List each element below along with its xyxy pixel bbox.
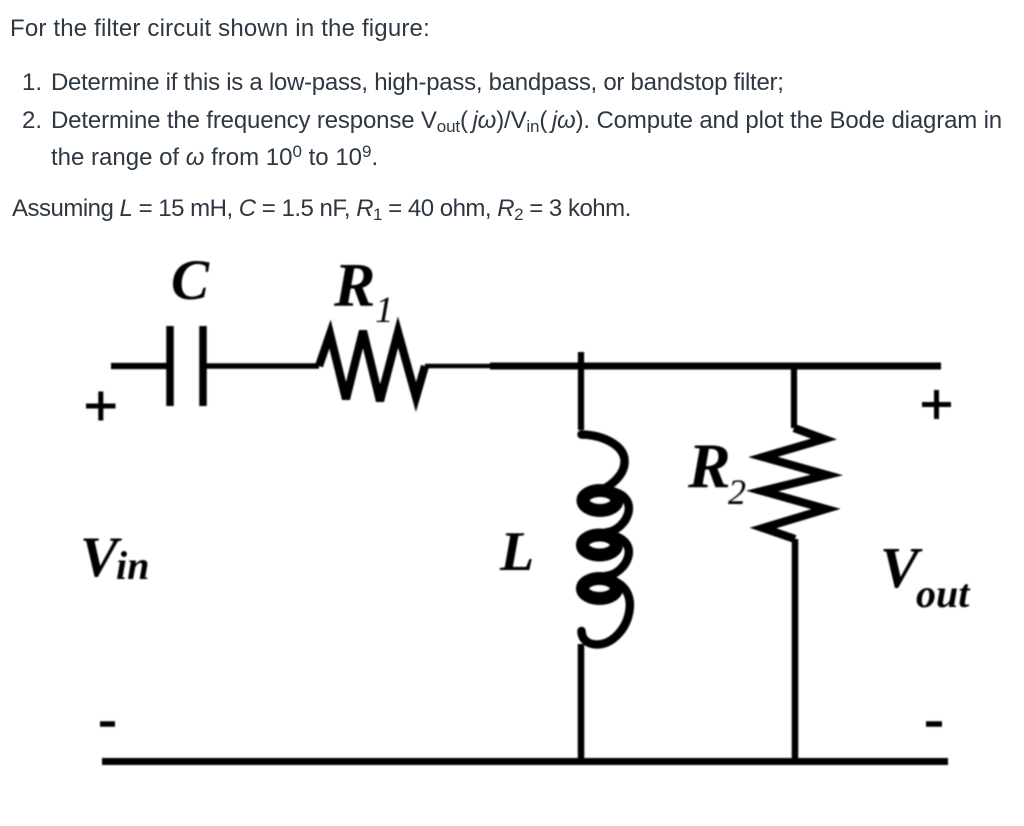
svg-text:2: 2 (728, 472, 746, 512)
svg-text:R: R (687, 430, 731, 501)
svg-text:R: R (333, 252, 375, 320)
svg-text:1: 1 (375, 290, 394, 331)
svg-text:L: L (499, 521, 534, 583)
svg-text:out: out (916, 571, 971, 616)
svg-text:in: in (116, 543, 149, 588)
svg-text:V: V (880, 535, 923, 600)
svg-text:C: C (171, 249, 210, 312)
svg-text:V: V (80, 526, 122, 589)
